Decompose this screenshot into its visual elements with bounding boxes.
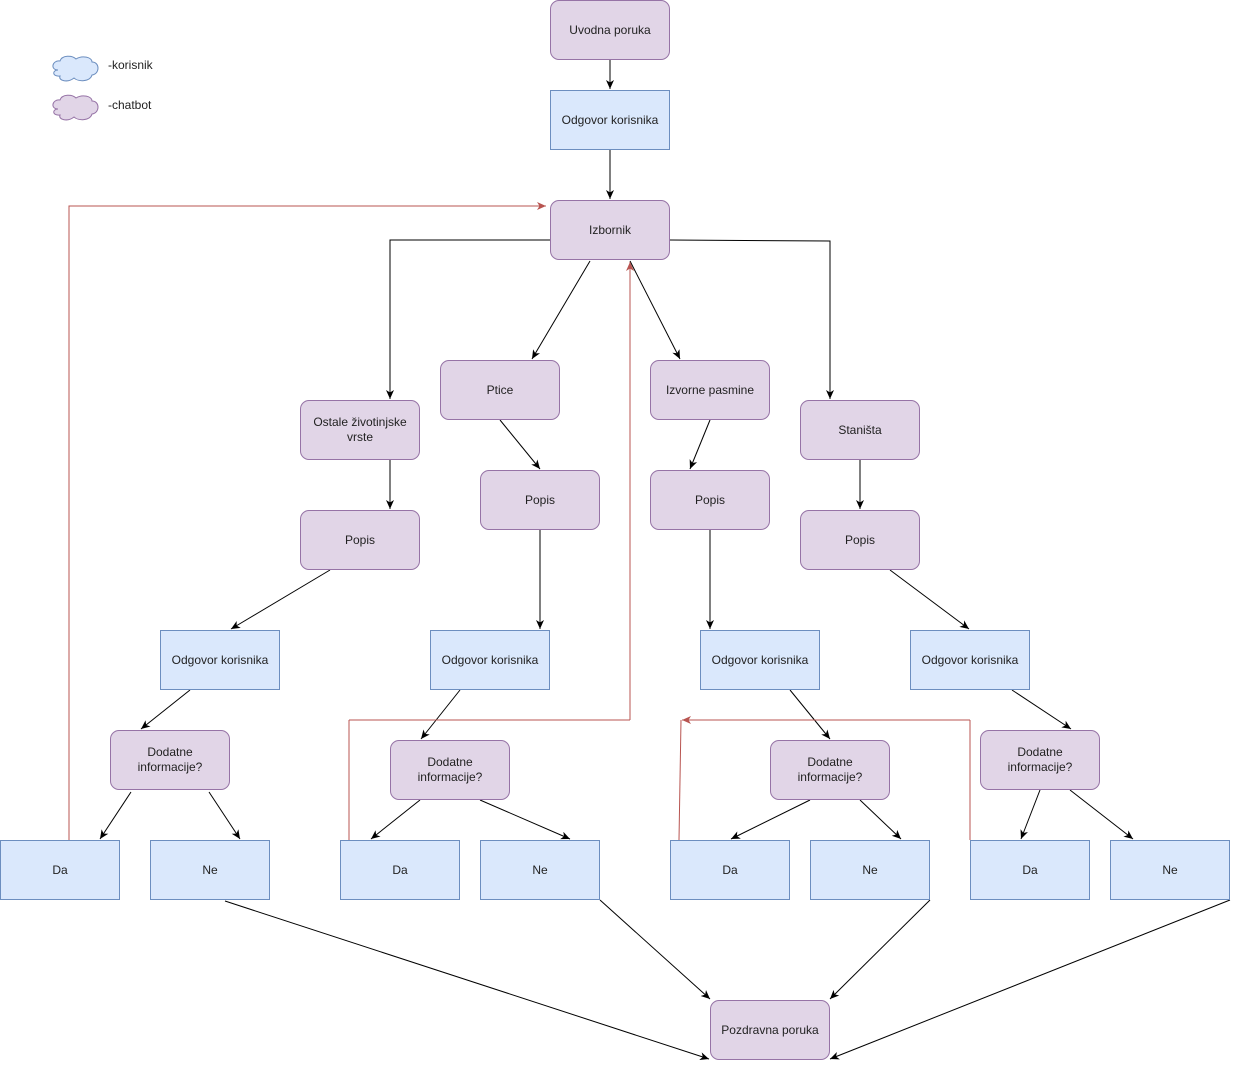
edge-birds-no-farewell (599, 899, 711, 1000)
edge-breeds-question-no (859, 799, 902, 840)
branch-birds-no-node[interactable]: Ne (480, 840, 600, 900)
legend-user-cloud (52, 55, 99, 82)
farewell-message-node[interactable]: Pozdravna poruka (710, 1000, 830, 1060)
branch-breeds-no-node[interactable]: Ne (810, 840, 930, 900)
branch-other-question-node[interactable]: Dodatne informacije? (110, 730, 230, 790)
edge-other-list-answer (230, 569, 331, 630)
legend-chatbot-label: -chatbot (108, 98, 152, 112)
menu-node[interactable]: Izbornik (550, 200, 670, 260)
user-answer-node[interactable]: Odgovor korisnika (550, 90, 670, 150)
edge-habitats-list-answer (889, 569, 970, 630)
branch-other-list-node[interactable]: Popis (300, 510, 420, 570)
edge-birds-answer-question (420, 689, 461, 740)
edge-birds-list (499, 419, 541, 470)
legend-user-label: -korisnik (108, 58, 153, 72)
branch-habitats-question-node[interactable]: Dodatne informacije? (980, 730, 1100, 790)
branch-birds-title-node[interactable]: Ptice (440, 360, 560, 420)
branch-habitats-answer-node[interactable]: Odgovor korisnika (910, 630, 1030, 690)
branch-other-no-node[interactable]: Ne (150, 840, 270, 900)
branch-birds-list-node[interactable]: Popis (480, 470, 600, 530)
edge-habitats-answer-question (1011, 689, 1072, 730)
branch-birds-answer-node[interactable]: Odgovor korisnika (430, 630, 550, 690)
edge-menu-habitats (669, 239, 834, 399)
edge-breeds-question-yes (730, 799, 811, 840)
edge-breeds-answer-question (789, 689, 831, 740)
edge-menu-breeds (629, 260, 681, 360)
branch-breeds-yes-node[interactable]: Da (670, 840, 790, 900)
edge-birds-question-no (479, 799, 571, 840)
edge-menu-other (386, 239, 550, 399)
branch-breeds-list-node[interactable]: Popis (650, 470, 770, 530)
branch-habitats-list-node[interactable]: Popis (800, 510, 920, 570)
edge-habitats-question-no (1069, 789, 1134, 840)
branch-other-answer-node[interactable]: Odgovor korisnika (160, 630, 280, 690)
branch-breeds-answer-node[interactable]: Odgovor korisnika (700, 630, 820, 690)
edge-other-answer-question (140, 689, 191, 730)
branch-habitats-title-node[interactable]: Staništa (800, 400, 920, 460)
edge-birds-question-yes (370, 799, 421, 840)
legend-chatbot-cloud (52, 94, 99, 121)
branch-breeds-question-node[interactable]: Dodatne informacije? (770, 740, 890, 800)
branch-other-title-node[interactable]: Ostale životinjske vrste (300, 400, 420, 460)
branch-birds-question-node[interactable]: Dodatne informacije? (390, 740, 510, 800)
edge-habitats-question-yes (1020, 789, 1041, 840)
edge-habitats-no-farewell (829, 899, 1231, 1060)
branch-habitats-no-node[interactable]: Ne (1110, 840, 1230, 900)
edge-other-question-no (208, 791, 241, 840)
branch-habitats-yes-node[interactable]: Da (970, 840, 1090, 900)
edge-breeds-no-farewell (829, 899, 931, 1000)
branch-birds-yes-node[interactable]: Da (340, 840, 460, 900)
edge-breeds-list (689, 419, 711, 470)
loop-other-yes-to-menu (68, 202, 546, 840)
branch-other-yes-node[interactable]: Da (0, 840, 120, 900)
edge-other-no-farewell (224, 900, 710, 1061)
loop-breeds-yes-up (678, 719, 682, 841)
intro-message-node[interactable]: Uvodna poruka (550, 0, 670, 60)
edge-menu-birds (531, 260, 591, 360)
edge-other-question-yes (99, 791, 132, 840)
branch-breeds-title-node[interactable]: Izvorne pasmine (650, 360, 770, 420)
